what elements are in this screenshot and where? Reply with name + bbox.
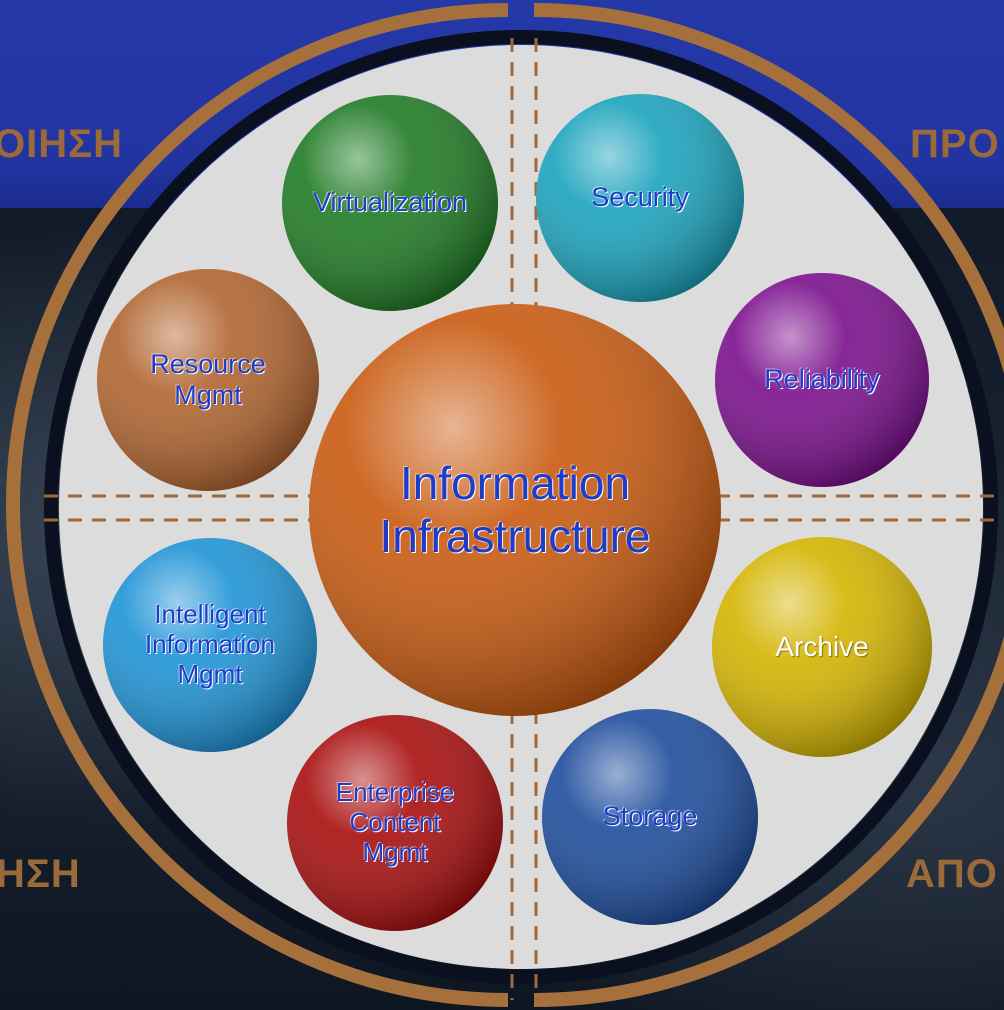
bubble-enterprise-content-mgmt-gloss: [287, 715, 503, 931]
corner-label-bottom-left: ΗΣΗ: [0, 852, 81, 896]
inner-ring: [44, 30, 998, 984]
label-security: Security: [591, 182, 689, 213]
label-enterprise-content-mgmt: Enterprise Content Mgmt: [335, 777, 455, 867]
bubble-archive-gloss: [712, 537, 932, 757]
label-storage: Storage: [602, 801, 698, 832]
label-intelligent-information-mgmt: Intelligent Information Mgmt: [144, 599, 276, 689]
ring-arc-right: [533, 3, 1004, 1007]
label-archive: Archive: [775, 630, 869, 662]
bubble-intelligent-information-mgmt-gloss: [103, 538, 317, 752]
bubble-virtualization-gloss: [282, 95, 498, 311]
label-reliability: Reliability: [764, 364, 880, 395]
bubble-information-infrastructure-gloss: [309, 304, 721, 716]
label-virtualization: Virtualization: [312, 187, 468, 218]
corner-label-top-right: ΠΡΟ: [910, 122, 1000, 166]
bubble-reliability-gloss: [715, 273, 929, 487]
bubble-resource-mgmt-gloss: [97, 269, 319, 491]
corner-label-top-left: ΟΙΗΣΗ: [0, 122, 124, 166]
ring-arc-left: [6, 3, 509, 1007]
bubble-security-gloss: [536, 94, 744, 302]
bubble-storage-gloss: [542, 709, 758, 925]
label-information-infrastructure: Information Infrastructure: [379, 457, 651, 562]
label-resource-mgmt: Resource Mgmt: [150, 348, 266, 410]
corner-label-bottom-right: ΑΠΟ: [906, 852, 998, 896]
